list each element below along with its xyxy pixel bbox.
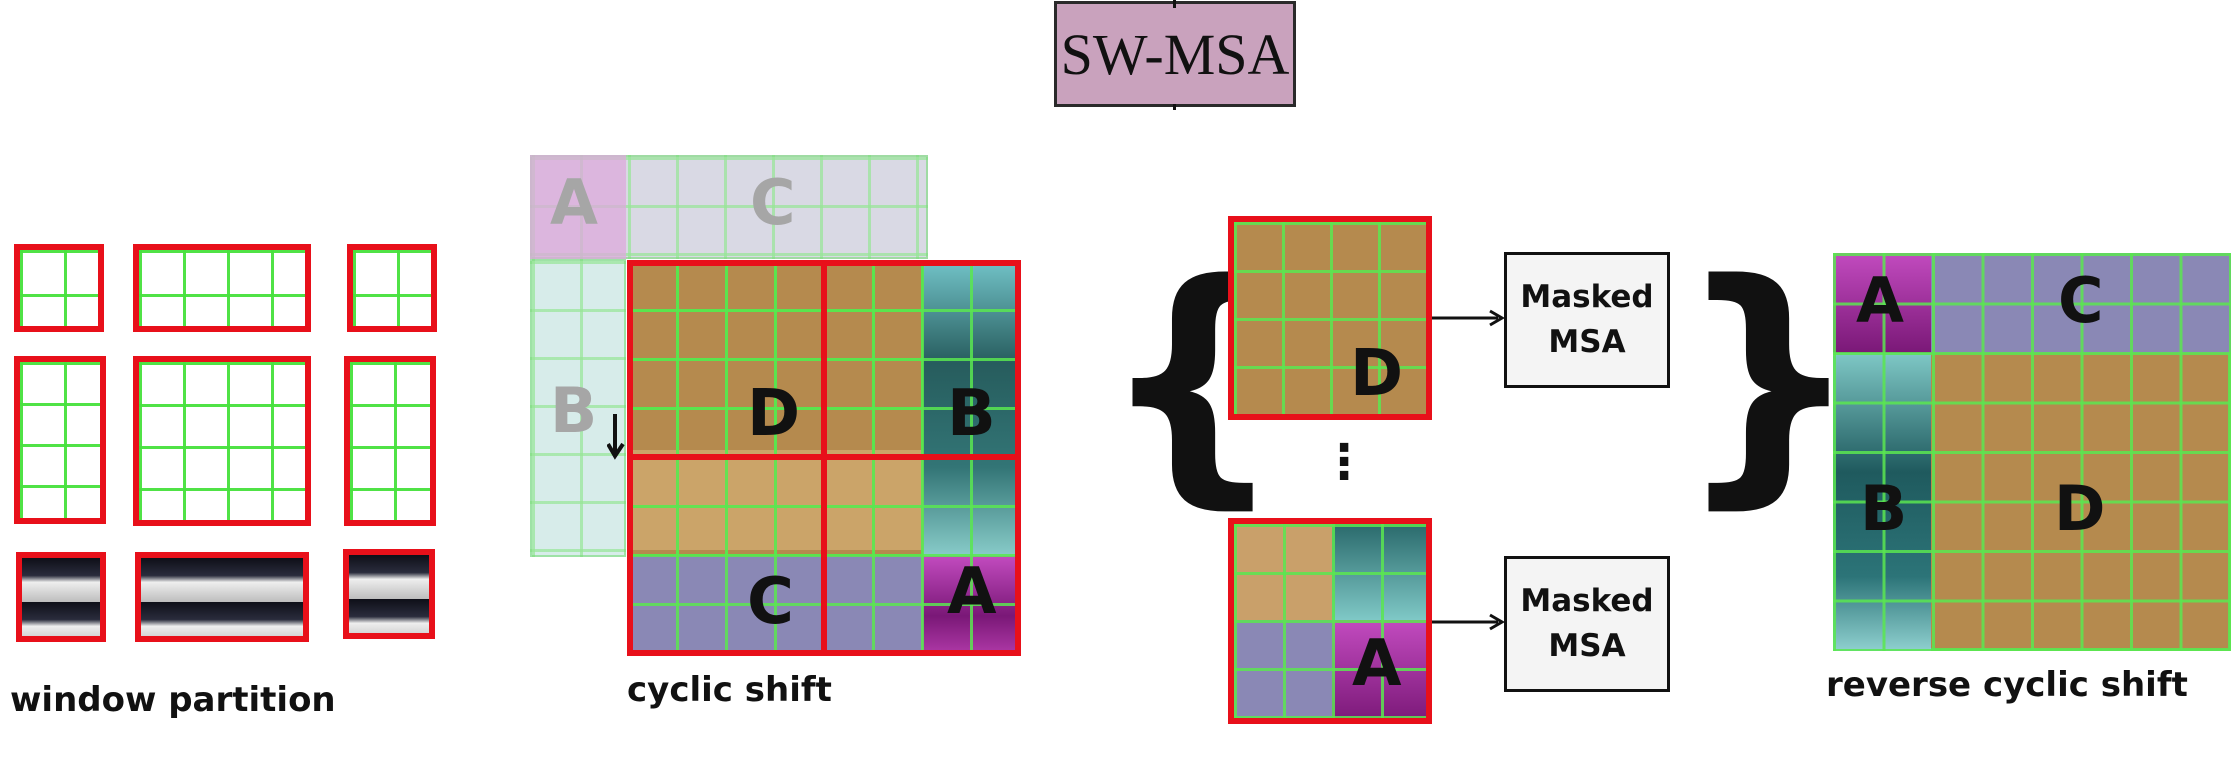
window-frame-bottom-right bbox=[821, 454, 1021, 656]
window-tile bbox=[133, 244, 311, 332]
ghost-label-a: A bbox=[550, 166, 598, 239]
window-tile bbox=[14, 244, 104, 332]
masked-msa-box-1-line1: Masked bbox=[1520, 279, 1654, 316]
caption-window-partition: window partition bbox=[10, 680, 336, 720]
masked-msa-box-2: Masked MSA bbox=[1504, 556, 1670, 692]
ghost-label-b: B bbox=[550, 374, 598, 447]
caption-cyclic-shift: cyclic shift bbox=[627, 670, 832, 710]
right-brace-icon: } bbox=[1676, 229, 1862, 531]
window-tile bbox=[14, 356, 106, 524]
ghost-label-c: C bbox=[750, 166, 796, 239]
masked-msa-box-2-line1: Masked bbox=[1520, 583, 1654, 620]
label-a: A bbox=[947, 555, 997, 629]
top-window bbox=[1228, 216, 1432, 420]
bottom-window bbox=[1228, 518, 1432, 724]
label-b: B bbox=[947, 377, 996, 451]
window-tile bbox=[16, 552, 106, 642]
masked-msa-panel: { D ⋮ A Masked MSA Masked MSA } bbox=[1100, 200, 1861, 740]
label-d: D bbox=[747, 377, 801, 451]
masked-msa-box-1: Masked MSA bbox=[1504, 252, 1670, 388]
arrow-right-icon bbox=[1432, 613, 1505, 631]
masked-msa-box-1-line2: MSA bbox=[1548, 324, 1626, 360]
window-frame-bottom-left bbox=[627, 454, 827, 656]
reverse-label-c: C bbox=[2058, 264, 2104, 337]
reverse-cyclic-shift-panel: A C B D bbox=[1830, 250, 2235, 660]
window-partition-panel bbox=[0, 0, 460, 740]
shift-arrow-icon bbox=[607, 414, 625, 460]
window-tile bbox=[135, 552, 309, 642]
reverse-label-d: D bbox=[2054, 472, 2106, 545]
ellipsis-icon: ⋮ bbox=[1320, 434, 1368, 490]
label-c: C bbox=[747, 565, 794, 639]
reverse-label-a: A bbox=[1856, 264, 1904, 337]
bottom-window-grid bbox=[1234, 524, 1426, 718]
masked-msa-box-2-line2: MSA bbox=[1548, 628, 1626, 664]
bottom-window-label: A bbox=[1352, 627, 1402, 701]
faded-left-region bbox=[530, 259, 626, 557]
window-tile bbox=[347, 244, 437, 332]
title-connector-bottom bbox=[1173, 104, 1176, 110]
caption-reverse-cyclic-shift: reverse cyclic shift bbox=[1826, 665, 2188, 705]
window-tile bbox=[133, 356, 311, 526]
top-window-label: D bbox=[1350, 337, 1404, 411]
reverse-grid-overlay bbox=[1833, 253, 2231, 651]
cyclic-shift-panel: A C B D B C A bbox=[525, 150, 1035, 670]
title-connector bbox=[1173, 0, 1176, 8]
reverse-label-b: B bbox=[1860, 472, 1908, 545]
arrow-right-icon bbox=[1432, 309, 1505, 327]
window-tile bbox=[343, 549, 435, 639]
window-tile bbox=[344, 356, 436, 526]
sw-msa-title: SW-MSA bbox=[1054, 1, 1296, 107]
faded-region-a bbox=[530, 155, 626, 259]
